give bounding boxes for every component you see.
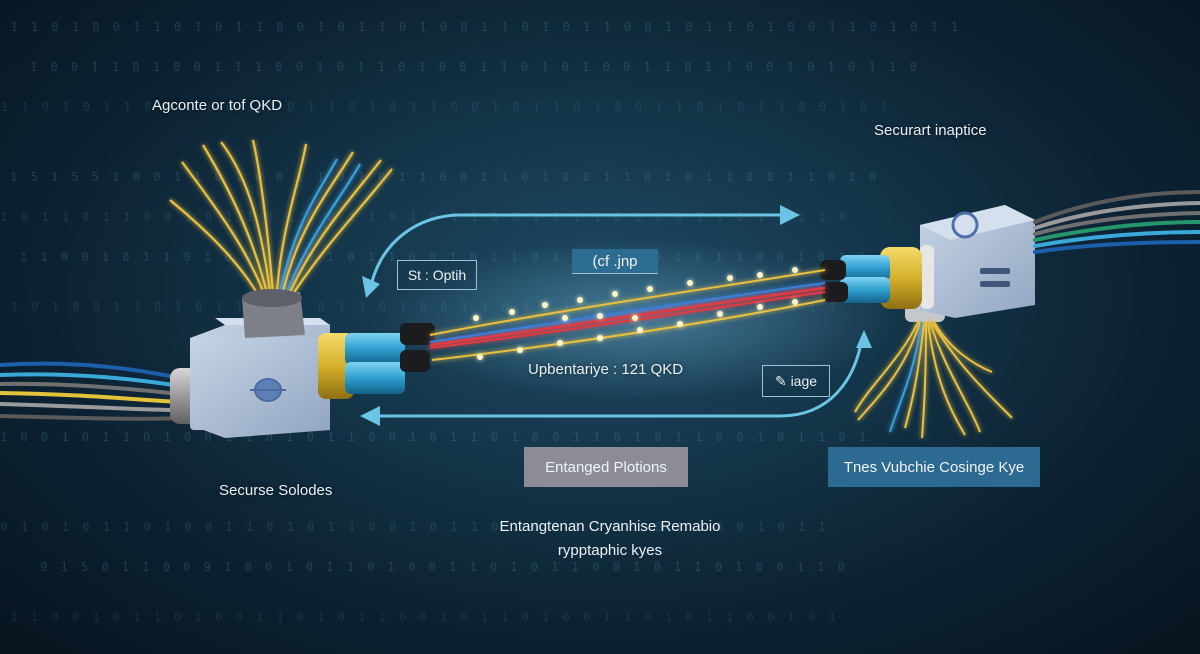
bottom-arrow [370,337,864,418]
box-left-label: St : Optih [397,260,477,290]
secure-key-button[interactable]: Tnes Vubchie Cosinge Kye [828,447,1040,487]
arrow-down-head [362,276,380,298]
box-center-label: (cf .jnp [572,249,658,274]
arrow-left-head [360,406,380,426]
arrow-up-head [856,330,872,348]
caption-line-1: Entangtenan Cryanhise Remabio [499,518,721,535]
label-top-left: Agconte or tof QKD [152,97,283,114]
right-cable-bundle [1033,190,1200,254]
quantum-channel [429,269,826,361]
entangled-photons-button[interactable]: Entanged Plotions [524,447,688,487]
left-fiber-fan [169,139,393,306]
right-fiber-fan [854,321,1013,439]
photon-dots [473,267,798,360]
left-cable-bundle [0,361,182,421]
label-bottom-left: Securse Solodes [219,482,333,499]
arrow-right-head [780,205,800,225]
right-qkd-device [820,205,1035,322]
left-qkd-device [190,289,435,438]
top-arrow [368,213,790,291]
caption: Entangtenan Cryanhise Remabio rypptaphic… [450,515,770,563]
box-right-label: ✎ iage [762,365,830,397]
caption-line-2: rypptaphic kyes [557,542,663,559]
label-top-right: Securart inaptice [874,122,987,139]
label-channel: Upbentariye : 121 QKD [528,361,684,378]
